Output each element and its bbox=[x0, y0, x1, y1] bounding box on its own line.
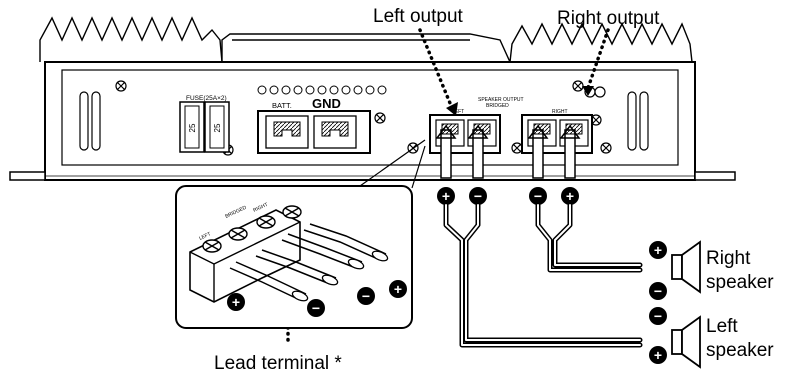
plus-icon: + bbox=[437, 187, 455, 205]
svg-text:−: − bbox=[312, 300, 320, 316]
power-terminal-block: BATT. GND bbox=[257, 96, 371, 154]
speaker-cables bbox=[443, 202, 643, 348]
screw-icon bbox=[600, 142, 612, 154]
polarity-markers: + − − + bbox=[437, 187, 579, 205]
minus-icon: − bbox=[469, 187, 487, 205]
svg-text:−: − bbox=[362, 288, 370, 304]
fuse-value-2: 25 bbox=[213, 123, 222, 132]
left-speaker-label-line2: speaker bbox=[706, 340, 774, 361]
svg-text:+: + bbox=[442, 188, 450, 204]
amp-top-cover bbox=[221, 33, 511, 63]
indicator-circle-row bbox=[257, 85, 387, 95]
svg-text:+: + bbox=[654, 242, 662, 258]
gnd-label: GND bbox=[312, 96, 341, 111]
screw-icon bbox=[590, 114, 602, 126]
svg-text:+: + bbox=[566, 188, 574, 204]
arrow-head bbox=[446, 102, 458, 116]
svg-text:+: + bbox=[654, 347, 662, 363]
fuse-block: FUSE(25A×2) 25 25 bbox=[179, 95, 230, 153]
svg-text:−: − bbox=[654, 283, 662, 299]
svg-text:−: − bbox=[534, 188, 542, 204]
screw-icon bbox=[115, 80, 127, 92]
speaker-output-label: SPEAKER OUTPUT bbox=[478, 97, 524, 103]
screw-icon bbox=[511, 142, 523, 154]
left-speaker-icon bbox=[671, 315, 701, 369]
amplifier-front-panel bbox=[9, 61, 736, 181]
right-speaker-label-line1: Right bbox=[706, 248, 751, 269]
right-output-callout: Right output bbox=[557, 8, 660, 29]
minus-icon: − bbox=[307, 299, 325, 317]
fuse-label: FUSE(25A×2) bbox=[186, 95, 227, 102]
heatsink-right bbox=[509, 22, 693, 63]
plus-icon: + bbox=[649, 241, 667, 259]
right-output-panel-label: RIGHT bbox=[552, 109, 568, 115]
svg-text:+: + bbox=[394, 281, 402, 297]
plus-icon: + bbox=[649, 346, 667, 364]
heatsink-left bbox=[39, 16, 223, 63]
minus-icon: − bbox=[529, 187, 547, 205]
left-output-panel-label: LEFT bbox=[452, 109, 464, 115]
right-speaker-label-line2: speaker bbox=[706, 272, 774, 293]
left-speaker-label-line1: Left bbox=[706, 316, 738, 337]
svg-text:−: − bbox=[654, 308, 662, 324]
inset-left-label: LEFT bbox=[198, 231, 212, 242]
screw-icon bbox=[374, 112, 386, 124]
inset-terminal-detail: BRIDGED LEFT RIGHT + − − + bbox=[175, 139, 426, 329]
plus-icon: + bbox=[561, 187, 579, 205]
minus-icon: − bbox=[649, 307, 667, 325]
arrow-head bbox=[582, 86, 594, 96]
bridged-label: BRIDGED bbox=[486, 103, 509, 109]
plus-icon: + bbox=[227, 293, 245, 311]
plus-icon: + bbox=[389, 280, 407, 298]
output-lead-arrows bbox=[435, 124, 581, 179]
lead-terminal-callout: Lead terminal * bbox=[214, 353, 342, 374]
minus-icon: − bbox=[357, 287, 375, 305]
batt-label: BATT. bbox=[272, 101, 292, 110]
screw-icon bbox=[572, 80, 584, 92]
minus-icon: − bbox=[649, 282, 667, 300]
svg-text:−: − bbox=[474, 188, 482, 204]
fuse-value-1: 25 bbox=[188, 123, 197, 132]
right-speaker-icon bbox=[671, 240, 701, 294]
svg-text:+: + bbox=[232, 294, 240, 310]
left-output-callout: Left output bbox=[373, 6, 464, 27]
